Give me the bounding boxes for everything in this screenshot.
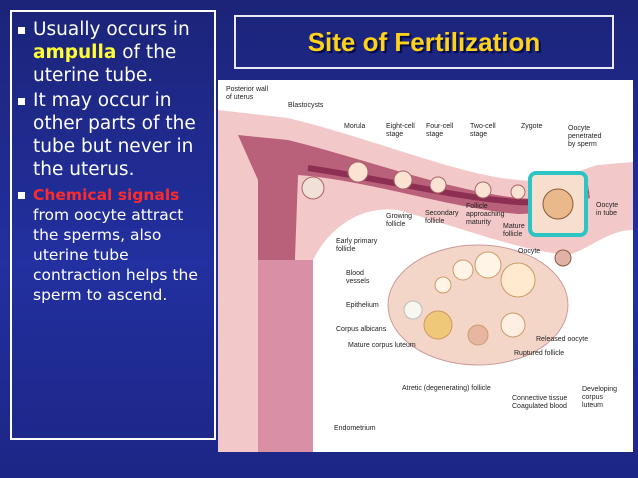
eight-cell-shape xyxy=(393,170,413,190)
label-atretic-follicle: Atretic (degenerating) follicle xyxy=(402,385,491,392)
label-four-cell: Four-cell stage xyxy=(426,123,454,138)
diagram-illustration xyxy=(218,110,633,452)
corpus-luteum-shape xyxy=(423,310,453,340)
label-connective-tissue: Connective tissue xyxy=(512,395,568,402)
label-eight-cell: Eight-cell stage xyxy=(386,123,415,138)
label-oocyte-penetrated: Oocyte penetrated by sperm xyxy=(568,125,602,148)
bullet-text-part: Usually occurs in xyxy=(33,19,190,40)
label-developing-corpus-luteum: Developing corpus luteum xyxy=(582,386,618,409)
label-early-primary: Early primary follicle xyxy=(336,238,378,253)
label-oocyte: Oocyte xyxy=(518,248,541,255)
ampulla-highlight: ampulla xyxy=(33,42,117,63)
bullet-item-other-parts: It may occur in other parts of the tube … xyxy=(16,89,208,181)
follicle-shape xyxy=(452,259,474,281)
four-cell-shape xyxy=(429,176,447,194)
label-follicle-approaching: Follicle approaching maturity xyxy=(466,203,505,226)
label-growing-follicle: Growing follicle xyxy=(386,213,413,228)
chemical-signals-highlight: Chemical signals xyxy=(33,186,180,204)
label-mature-follicle: Mature follicle xyxy=(503,223,525,238)
blastocyst-shape xyxy=(301,176,325,200)
label-endometrium: Endometrium xyxy=(334,425,376,432)
label-posterior-wall: Posterior wall of uterus xyxy=(226,86,269,101)
bullet-item-chemical-signals: Chemical signals from oocyte attract the… xyxy=(16,185,208,305)
corpus-albicans-shape xyxy=(403,300,423,320)
bullet-square-icon xyxy=(18,98,25,105)
label-corpus-albicans: Corpus albicans xyxy=(336,326,387,333)
endometrium-shape xyxy=(258,260,313,452)
label-oocyte-in-tube: Oocyte in tube xyxy=(596,202,619,217)
bullet-square-icon xyxy=(18,192,25,199)
penetrated-oocyte-shape xyxy=(542,188,574,220)
slide-title: Site of Fertilization xyxy=(307,26,541,57)
atretic-follicle-shape xyxy=(467,324,489,346)
bullet-text: It may occur in other parts of the tube … xyxy=(33,90,196,180)
oocyte-in-tube-shape xyxy=(554,249,572,267)
bullet-item-ampulla: Usually occurs in ampulla of the uterine… xyxy=(16,18,208,87)
bullet-text-part: of the uterine tube. xyxy=(33,42,177,86)
bullet-text: Chemical signals from oocyte attract the… xyxy=(33,185,208,305)
label-epithelium: Epithelium xyxy=(346,302,379,309)
label-ruptured-follicle: Ruptured follicle xyxy=(514,350,565,357)
ruptured-follicle-shape xyxy=(500,312,526,338)
label-blood-vessels: Blood vessels xyxy=(346,270,370,285)
bullet-text-part: from oocyte attract the sperms, also ute… xyxy=(33,206,198,304)
bullet-text: Usually occurs in ampulla of the uterine… xyxy=(33,18,208,87)
follicle-shape xyxy=(500,262,536,298)
fertilization-diagram: Posterior wall of uterus Blastocysts Mor… xyxy=(218,80,633,452)
label-zygote: Zygote xyxy=(521,123,543,130)
follicle-shape xyxy=(434,276,452,294)
bullet-text-panel: Usually occurs in ampulla of the uterine… xyxy=(10,10,216,440)
label-morula: Morula xyxy=(344,123,366,130)
label-coagulated-blood: Coagulated blood xyxy=(512,403,567,410)
label-two-cell: Two-cell stage xyxy=(470,123,496,138)
label-mature-corpus-luteum: Mature corpus luteum xyxy=(348,342,416,349)
title-box: Site of Fertilization xyxy=(234,15,614,69)
zygote-shape xyxy=(510,184,526,200)
bullet-square-icon xyxy=(18,27,25,34)
label-blastocysts: Blastocysts xyxy=(288,102,324,109)
two-cell-shape xyxy=(474,181,492,199)
label-secondary-follicle: Secondary follicle xyxy=(425,210,459,225)
morula-shape xyxy=(347,161,369,183)
label-released-oocyte: Released oocyte xyxy=(536,336,589,343)
follicle-shape xyxy=(474,251,502,279)
